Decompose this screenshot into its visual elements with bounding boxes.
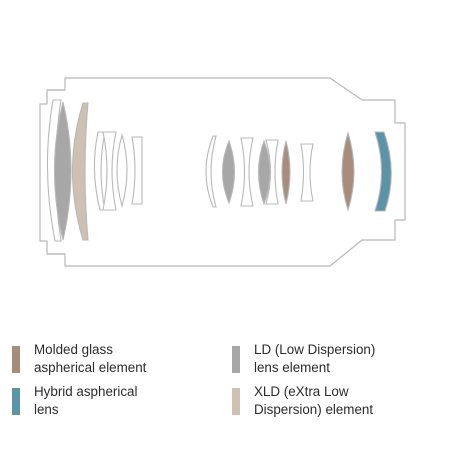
legend-swatch-xld <box>232 388 240 415</box>
legend-label-hybrid-aspherical: Hybrid aspherical lens <box>34 383 137 419</box>
lens-element <box>102 131 117 211</box>
legend-label-line: LD (Low Dispersion) <box>254 342 376 357</box>
lens-element-molded-glass-aspherical <box>281 140 291 205</box>
legend-label-line: aspherical element <box>34 360 147 375</box>
legend-item-xld: XLD (eXtra Low Dispersion) element <box>232 383 373 419</box>
legend-label-molded-glass: Molded glass aspherical element <box>34 341 146 377</box>
legend-label-line: Hybrid aspherical <box>34 384 138 399</box>
legend-item-hybrid-aspherical: Hybrid aspherical lens <box>12 383 137 419</box>
legend-label-line: XLD (eXtra Low <box>254 384 349 399</box>
lens-construction-diagram <box>39 77 406 267</box>
legend-label-line: Molded glass <box>34 342 113 357</box>
legend-label-xld: XLD (eXtra Low Dispersion) element <box>254 383 373 419</box>
lens-element <box>300 143 314 202</box>
lens-element <box>240 137 254 207</box>
lens-element-ld <box>222 139 235 205</box>
legend-label-line: lens element <box>254 360 330 375</box>
lens-element <box>131 136 143 205</box>
legend-label-line: lens <box>34 402 59 417</box>
lens-barrel-outline <box>39 77 406 267</box>
legend-swatch-ld <box>232 346 240 373</box>
legend-label-line: Dispersion) element <box>254 402 374 417</box>
legend-swatch-hybrid-aspherical <box>12 388 20 415</box>
legend-item-molded-glass: Molded glass aspherical element <box>12 341 146 377</box>
lens-element-xld-large <box>71 102 89 241</box>
legend-swatch-molded-glass <box>12 346 20 373</box>
lens-element <box>93 131 106 211</box>
lens-element <box>205 135 217 208</box>
lens-element <box>116 132 128 209</box>
legend-item-ld: LD (Low Dispersion) lens element <box>232 341 375 377</box>
legend-label-ld: LD (Low Dispersion) lens element <box>254 341 375 377</box>
lens-element-hybrid-aspherical <box>374 131 392 212</box>
lens-element-ld-large <box>53 101 72 241</box>
lens-element-molded-glass-aspherical-rear <box>341 131 355 212</box>
lens-element <box>265 139 279 205</box>
lens-element-ld <box>258 139 271 206</box>
